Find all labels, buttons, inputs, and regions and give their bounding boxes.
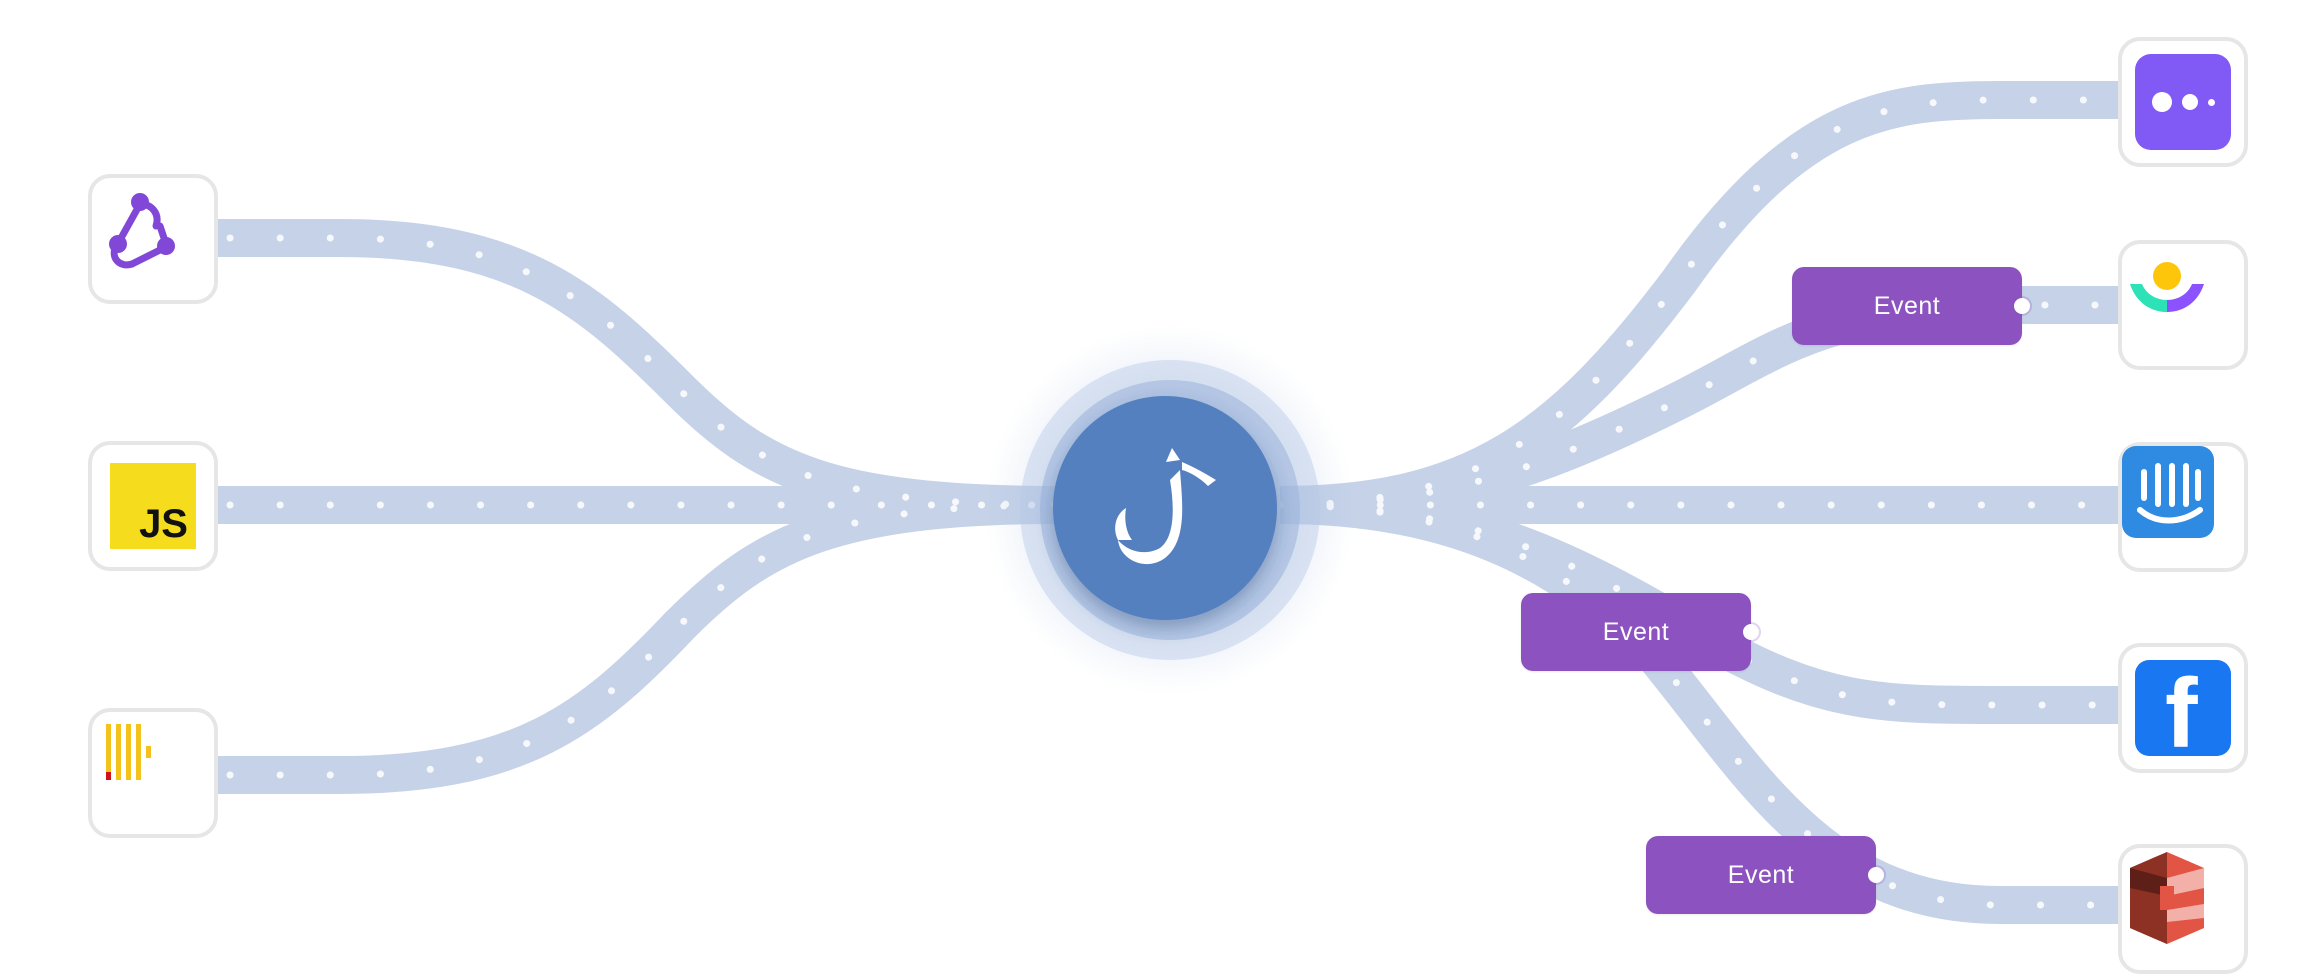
- chat-dots-icon: [2135, 54, 2231, 150]
- destination-s3-tile[interactable]: [2118, 844, 2248, 974]
- javascript-icon: JS: [110, 463, 196, 549]
- facebook-icon: f: [2135, 660, 2231, 756]
- facebook-icon-label: f: [2165, 660, 2198, 756]
- event-label: Event: [1727, 860, 1795, 889]
- pipe-clickhouse: [215, 486, 1061, 794]
- destination-customerio-tile[interactable]: [2118, 240, 2248, 370]
- jitsu-hook-icon: [1115, 448, 1216, 565]
- event-chip-customerio[interactable]: Event: [1792, 267, 2030, 345]
- destination-facebook-tile[interactable]: f: [2118, 643, 2248, 773]
- source-clickhouse-tile[interactable]: [88, 708, 218, 838]
- source-javascript-tile[interactable]: JS: [88, 441, 218, 571]
- intercom-icon: [2122, 446, 2214, 538]
- pipe-dots-facebook: [1276, 501, 2114, 709]
- destination-messaging-tile[interactable]: [2118, 37, 2248, 167]
- customerio-icon: [2130, 262, 2204, 312]
- event-connector-dot: [1868, 867, 1884, 883]
- hub-circle: [1053, 396, 1277, 620]
- event-connector-dot: [2014, 298, 2030, 314]
- source-webhook-tile[interactable]: [88, 174, 218, 304]
- event-label: Event: [1602, 617, 1670, 646]
- webhook-icon: [109, 193, 175, 269]
- aws-s3-icon: [2130, 852, 2204, 944]
- pipe-webhook: [215, 219, 1061, 524]
- event-chip-facebook[interactable]: Event: [1521, 593, 1759, 671]
- javascript-icon-label: JS: [139, 502, 188, 546]
- hub: [985, 325, 1355, 695]
- event-connector-dot: [1743, 624, 1759, 640]
- event-chip-s3[interactable]: Event: [1646, 836, 1884, 914]
- destination-intercom-tile[interactable]: [2118, 442, 2248, 572]
- pipe-dot-group: [226, 96, 2114, 909]
- event-label: Event: [1873, 291, 1941, 320]
- clickhouse-icon: [106, 724, 151, 780]
